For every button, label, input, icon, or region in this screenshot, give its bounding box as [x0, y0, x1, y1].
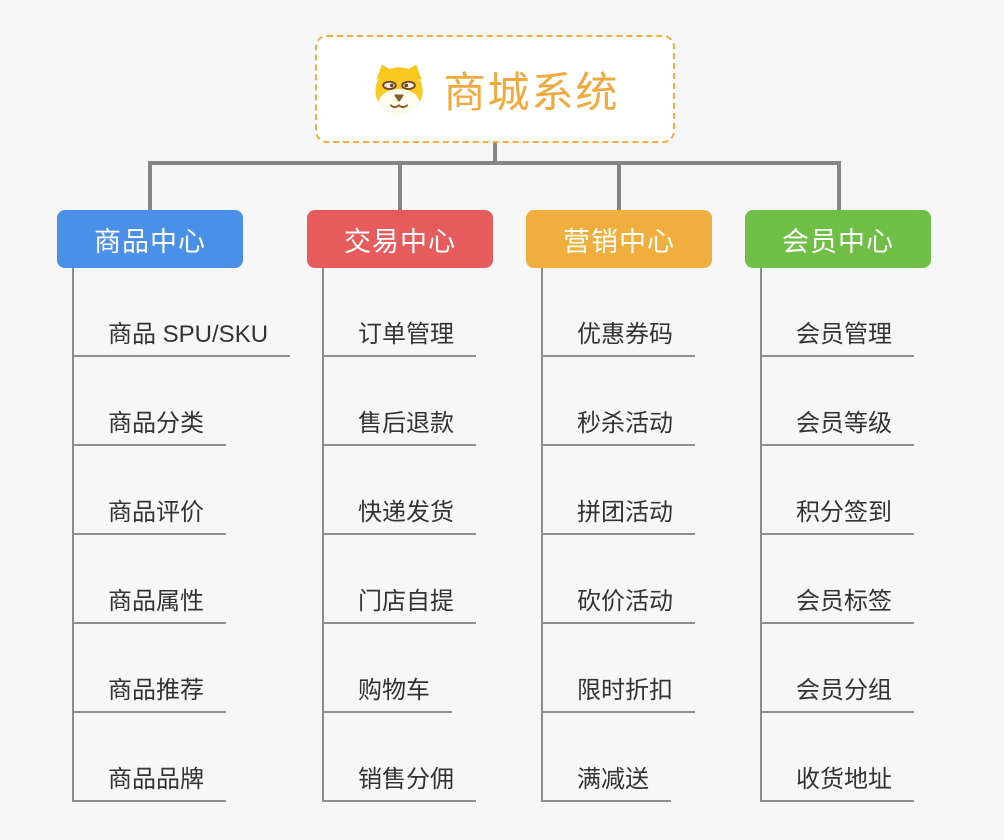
leaf-item[interactable]: 商品品牌 [74, 713, 317, 802]
leaf-label: 订单管理 [324, 320, 476, 357]
leaf-label: 拼团活动 [543, 498, 695, 535]
leaf-label: 限时折扣 [543, 676, 695, 713]
leaf-label: 售后退款 [324, 409, 476, 446]
leaf-label: 商品推荐 [74, 676, 226, 713]
leaf-list: 会员管理会员等级积分签到会员标签会员分组收货地址 [760, 268, 1004, 802]
leaf-item[interactable]: 商品属性 [74, 535, 317, 624]
leaf-label: 销售分佣 [324, 765, 476, 802]
leaf-item[interactable]: 秒杀活动 [543, 357, 786, 446]
leaf-label: 砍价活动 [543, 587, 695, 624]
leaf-label: 会员管理 [762, 320, 914, 357]
leaf-item[interactable]: 售后退款 [324, 357, 567, 446]
leaf-label: 积分签到 [762, 498, 914, 535]
branch-label: 营销中心 [563, 226, 675, 257]
branch-node[interactable]: 交易中心 [307, 210, 493, 268]
leaf-item[interactable]: 商品 SPU/SKU [74, 268, 317, 357]
leaf-item[interactable]: 限时折扣 [543, 624, 786, 713]
leaf-item[interactable]: 满减送 [543, 713, 786, 802]
leaf-list: 订单管理售后退款快递发货门店自提购物车销售分佣 [322, 268, 567, 802]
leaf-item[interactable]: 会员标签 [762, 535, 1004, 624]
leaf-label: 商品属性 [74, 587, 226, 624]
branch-node[interactable]: 营销中心 [526, 210, 712, 268]
leaf-item[interactable]: 商品评价 [74, 446, 317, 535]
root-node[interactable]: 商城系统 [315, 35, 675, 143]
leaf-label: 商品 SPU/SKU [74, 320, 291, 357]
branch-node[interactable]: 商品中心 [57, 210, 243, 268]
leaf-item[interactable]: 拼团活动 [543, 446, 786, 535]
leaf-item[interactable]: 商品推荐 [74, 624, 317, 713]
leaf-list: 优惠券码秒杀活动拼团活动砍价活动限时折扣满减送 [541, 268, 786, 802]
branch-column-1: 商品中心 商品 SPU/SKU 商品分类商品评价商品属性商品推荐商品品牌 [57, 210, 317, 802]
leaf-item[interactable]: 优惠券码 [543, 268, 786, 357]
leaf-item[interactable]: 收货地址 [762, 713, 1004, 802]
root-title: 商城系统 [443, 68, 620, 116]
leaf-label: 会员等级 [762, 409, 914, 446]
leaf-item[interactable]: 积分签到 [762, 446, 1004, 535]
branch-label: 商品中心 [94, 226, 206, 257]
leaf-label: 优惠券码 [543, 320, 695, 357]
leaf-list: 商品 SPU/SKU 商品分类商品评价商品属性商品推荐商品品牌 [72, 268, 317, 802]
leaf-item[interactable]: 快递发货 [324, 446, 567, 535]
branch-label: 会员中心 [782, 226, 894, 257]
leaf-item[interactable]: 订单管理 [324, 268, 567, 357]
leaf-label: 商品品牌 [74, 765, 226, 802]
branch-node[interactable]: 会员中心 [745, 210, 931, 268]
leaf-label: 会员分组 [762, 676, 914, 713]
leaf-label: 秒杀活动 [543, 409, 695, 446]
leaf-label: 商品分类 [74, 409, 226, 446]
leaf-item[interactable]: 会员管理 [762, 268, 1004, 357]
shiba-dog-icon [375, 64, 424, 115]
leaf-item[interactable]: 门店自提 [324, 535, 567, 624]
leaf-label: 商品评价 [74, 498, 226, 535]
leaf-label: 收货地址 [762, 765, 914, 802]
branch-label: 交易中心 [344, 226, 456, 257]
leaf-label: 购物车 [324, 676, 452, 713]
leaf-item[interactable]: 商品分类 [74, 357, 317, 446]
leaf-label: 会员标签 [762, 587, 914, 624]
leaf-item[interactable]: 砍价活动 [543, 535, 786, 624]
branch-column-4: 会员中心 会员管理会员等级积分签到会员标签会员分组收货地址 [745, 210, 1004, 802]
leaf-label: 快递发货 [324, 498, 476, 535]
leaf-item[interactable]: 会员等级 [762, 357, 1004, 446]
branch-column-3: 营销中心 优惠券码秒杀活动拼团活动砍价活动限时折扣满减送 [526, 210, 786, 802]
leaf-label: 门店自提 [324, 587, 476, 624]
leaf-item[interactable]: 购物车 [324, 624, 567, 713]
branch-column-2: 交易中心 订单管理售后退款快递发货门店自提购物车销售分佣 [307, 210, 567, 802]
leaf-item[interactable]: 销售分佣 [324, 713, 567, 802]
leaf-label: 满减送 [543, 765, 671, 802]
leaf-item[interactable]: 会员分组 [762, 624, 1004, 713]
